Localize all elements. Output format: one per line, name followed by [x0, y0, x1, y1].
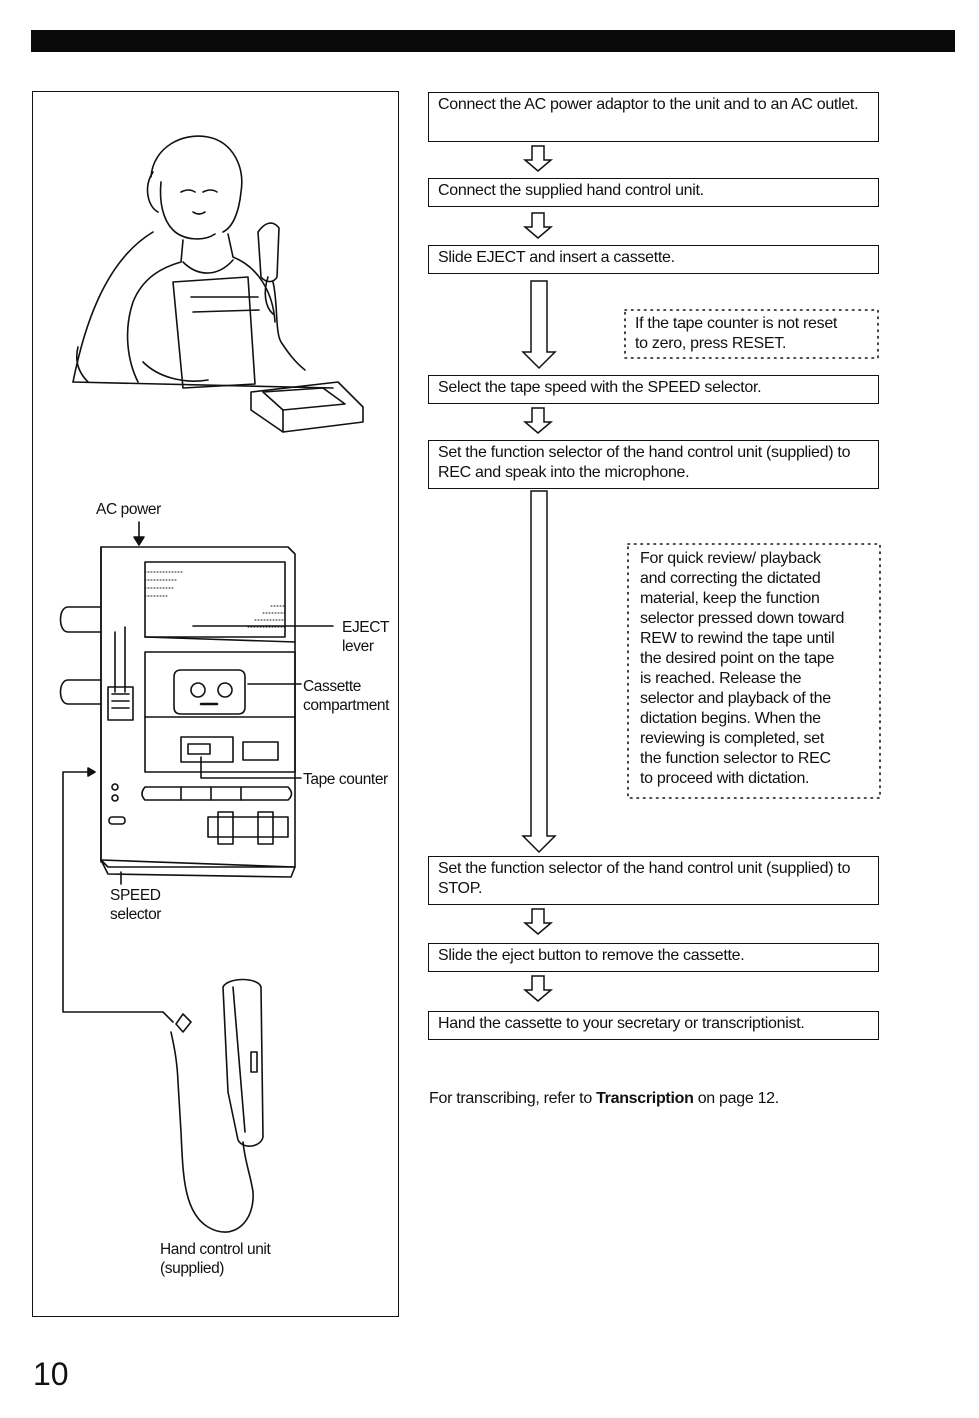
short-down-arrow: [522, 975, 554, 1002]
step-hand-cassette-over: Hand the cassette to your secretary or t…: [428, 1011, 879, 1040]
transcription-link[interactable]: Transcription: [596, 1090, 694, 1107]
transcription-reference: For transcribing, refer to Transcription…: [429, 1090, 779, 1108]
tape-counter-callout: [200, 756, 302, 779]
ac-power-label: AC power: [96, 501, 161, 518]
long-down-arrow: [521, 490, 557, 854]
short-down-arrow: [522, 145, 554, 172]
short-down-arrow: [522, 212, 554, 239]
illustration-panel: AC power EJECT lever Cassette compartmen…: [32, 91, 399, 1317]
eject-lever-label: EJECT lever: [342, 619, 390, 655]
short-down-arrow: [522, 407, 554, 434]
step-select-tape-speed: Select the tape speed with the SPEED sel…: [428, 375, 879, 404]
page-number: 10: [33, 1356, 69, 1392]
short-down-arrow: [522, 908, 554, 935]
step-connect-hand-control: Connect the supplied hand control unit.: [428, 178, 879, 207]
tape-counter-label: Tape counter: [303, 771, 388, 788]
review-note: For quick review/ playback and correctin…: [640, 550, 845, 787]
woman-on-phone-drawing: [72, 135, 364, 433]
step-set-stop: Set the function selector of the hand co…: [428, 856, 879, 905]
step-insert-cassette: Slide EJECT and insert a cassette.: [428, 245, 879, 274]
hand-control-unit-drawing: [170, 978, 264, 1233]
reference-suffix: on page 12.: [697, 1090, 780, 1107]
reset-note: If the tape counter is not reset to zero…: [635, 315, 838, 352]
step-connect-ac-adaptor: Connect the AC power adaptor to the unit…: [428, 92, 879, 142]
section-header-bar: [31, 30, 955, 52]
dictation-machine-drawing: [59, 546, 296, 878]
cassette-compartment-label: Cassette compartment: [303, 678, 390, 714]
step-remove-cassette: Slide the eject button to remove the cas…: [428, 943, 879, 972]
speed-selector-label: SPEED selector: [110, 887, 162, 923]
device-illustration: [59, 135, 364, 1233]
long-down-arrow: [521, 280, 557, 370]
hand-control-unit-label: Hand control unit (supplied): [160, 1241, 271, 1277]
step-set-rec-and-speak: Set the function selector of the hand co…: [428, 440, 879, 489]
reference-prefix: For transcribing, refer to: [429, 1090, 592, 1107]
